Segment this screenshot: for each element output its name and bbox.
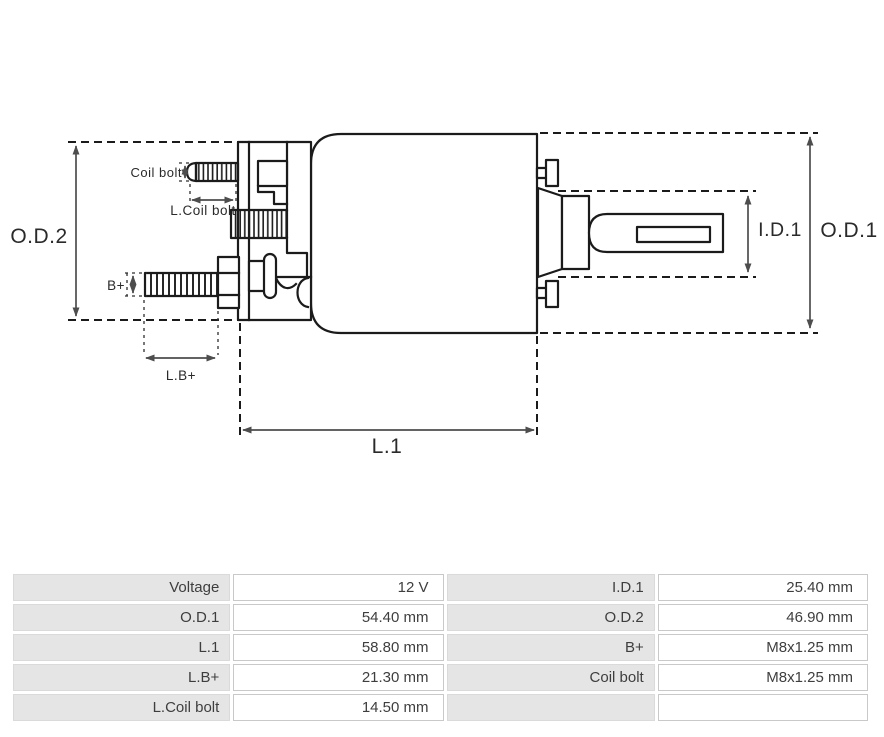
coil-terminal-block [256,159,289,188]
b-plus-thread [143,271,220,298]
spec-table: Voltage 12 V I.D.1 25.40 mm O.D.1 54.40 … [10,571,871,724]
spec-label: B+ [446,634,655,661]
dimension-arrows [72,136,814,434]
id1-label: I.D.1 [758,219,802,241]
od1-label: O.D.1 [820,219,877,242]
table-row: L.1 58.80 mm B+ M8x1.25 mm [13,634,868,661]
coil-bolt-label: Coil bolt [131,165,182,180]
spec-value: 21.30 mm [233,664,444,691]
spec-label: O.D.2 [446,604,655,631]
b-plus-bolt [143,255,241,310]
spec-label [446,694,655,721]
spec-label: I.D.1 [446,574,655,601]
spec-value: 46.90 mm [657,604,868,631]
terminal-housing [229,140,313,322]
threaded-bushing [229,208,289,240]
plunger-assembly [535,158,725,309]
spec-label: Voltage [13,574,231,601]
spec-value: 58.80 mm [233,634,444,661]
top-tab [544,158,560,188]
b-plus-inner-block [247,259,267,293]
spec-label: L.B+ [13,664,231,691]
spec-value: M8x1.25 mm [657,634,868,661]
coil-bolt [185,161,240,183]
extension-lines [125,162,237,355]
b-plus-label: B+ [107,278,125,293]
hex-nut [216,255,241,310]
spec-value: 14.50 mm [233,694,444,721]
spec-label: L.1 [13,634,231,661]
bottom-tab [544,279,560,309]
coil-bolt-tip [185,161,198,183]
spec-label: Coil bolt [446,664,655,691]
shaft-collar [560,194,591,271]
spec-label: O.D.1 [13,604,231,631]
l-coil-bolt-label: L.Coil bolt [170,203,236,218]
table-row: L.Coil bolt 14.50 mm [13,694,868,721]
shaft-slot [635,225,712,244]
spec-value: 25.40 mm [657,574,868,601]
spec-label: L.Coil bolt [13,694,231,721]
lb-label: L.B+ [166,368,196,383]
l1-label: L.1 [372,435,403,458]
coil-bolt-thread [194,161,240,183]
solenoid-technical-drawing: O.D.2 O.D.1 I.D.1 L.1 L.B+ B+ Coil bolt … [10,132,877,458]
spec-value [657,694,868,721]
spec-value: 54.40 mm [233,604,444,631]
table-row: O.D.1 54.40 mm O.D.2 46.90 mm [13,604,868,631]
end-cap [536,186,564,279]
construction-lines [68,132,818,437]
od2-label: O.D.2 [10,225,67,248]
solenoid-body [309,132,539,335]
terminal-washer [262,252,278,300]
dimension-labels: O.D.2 O.D.1 I.D.1 L.1 L.B+ B+ Coil bolt … [10,165,877,458]
spec-value: M8x1.25 mm [657,664,868,691]
table-row: Voltage 12 V I.D.1 25.40 mm [13,574,868,601]
table-row: L.B+ 21.30 mm Coil bolt M8x1.25 mm [13,664,868,691]
spec-value: 12 V [233,574,444,601]
